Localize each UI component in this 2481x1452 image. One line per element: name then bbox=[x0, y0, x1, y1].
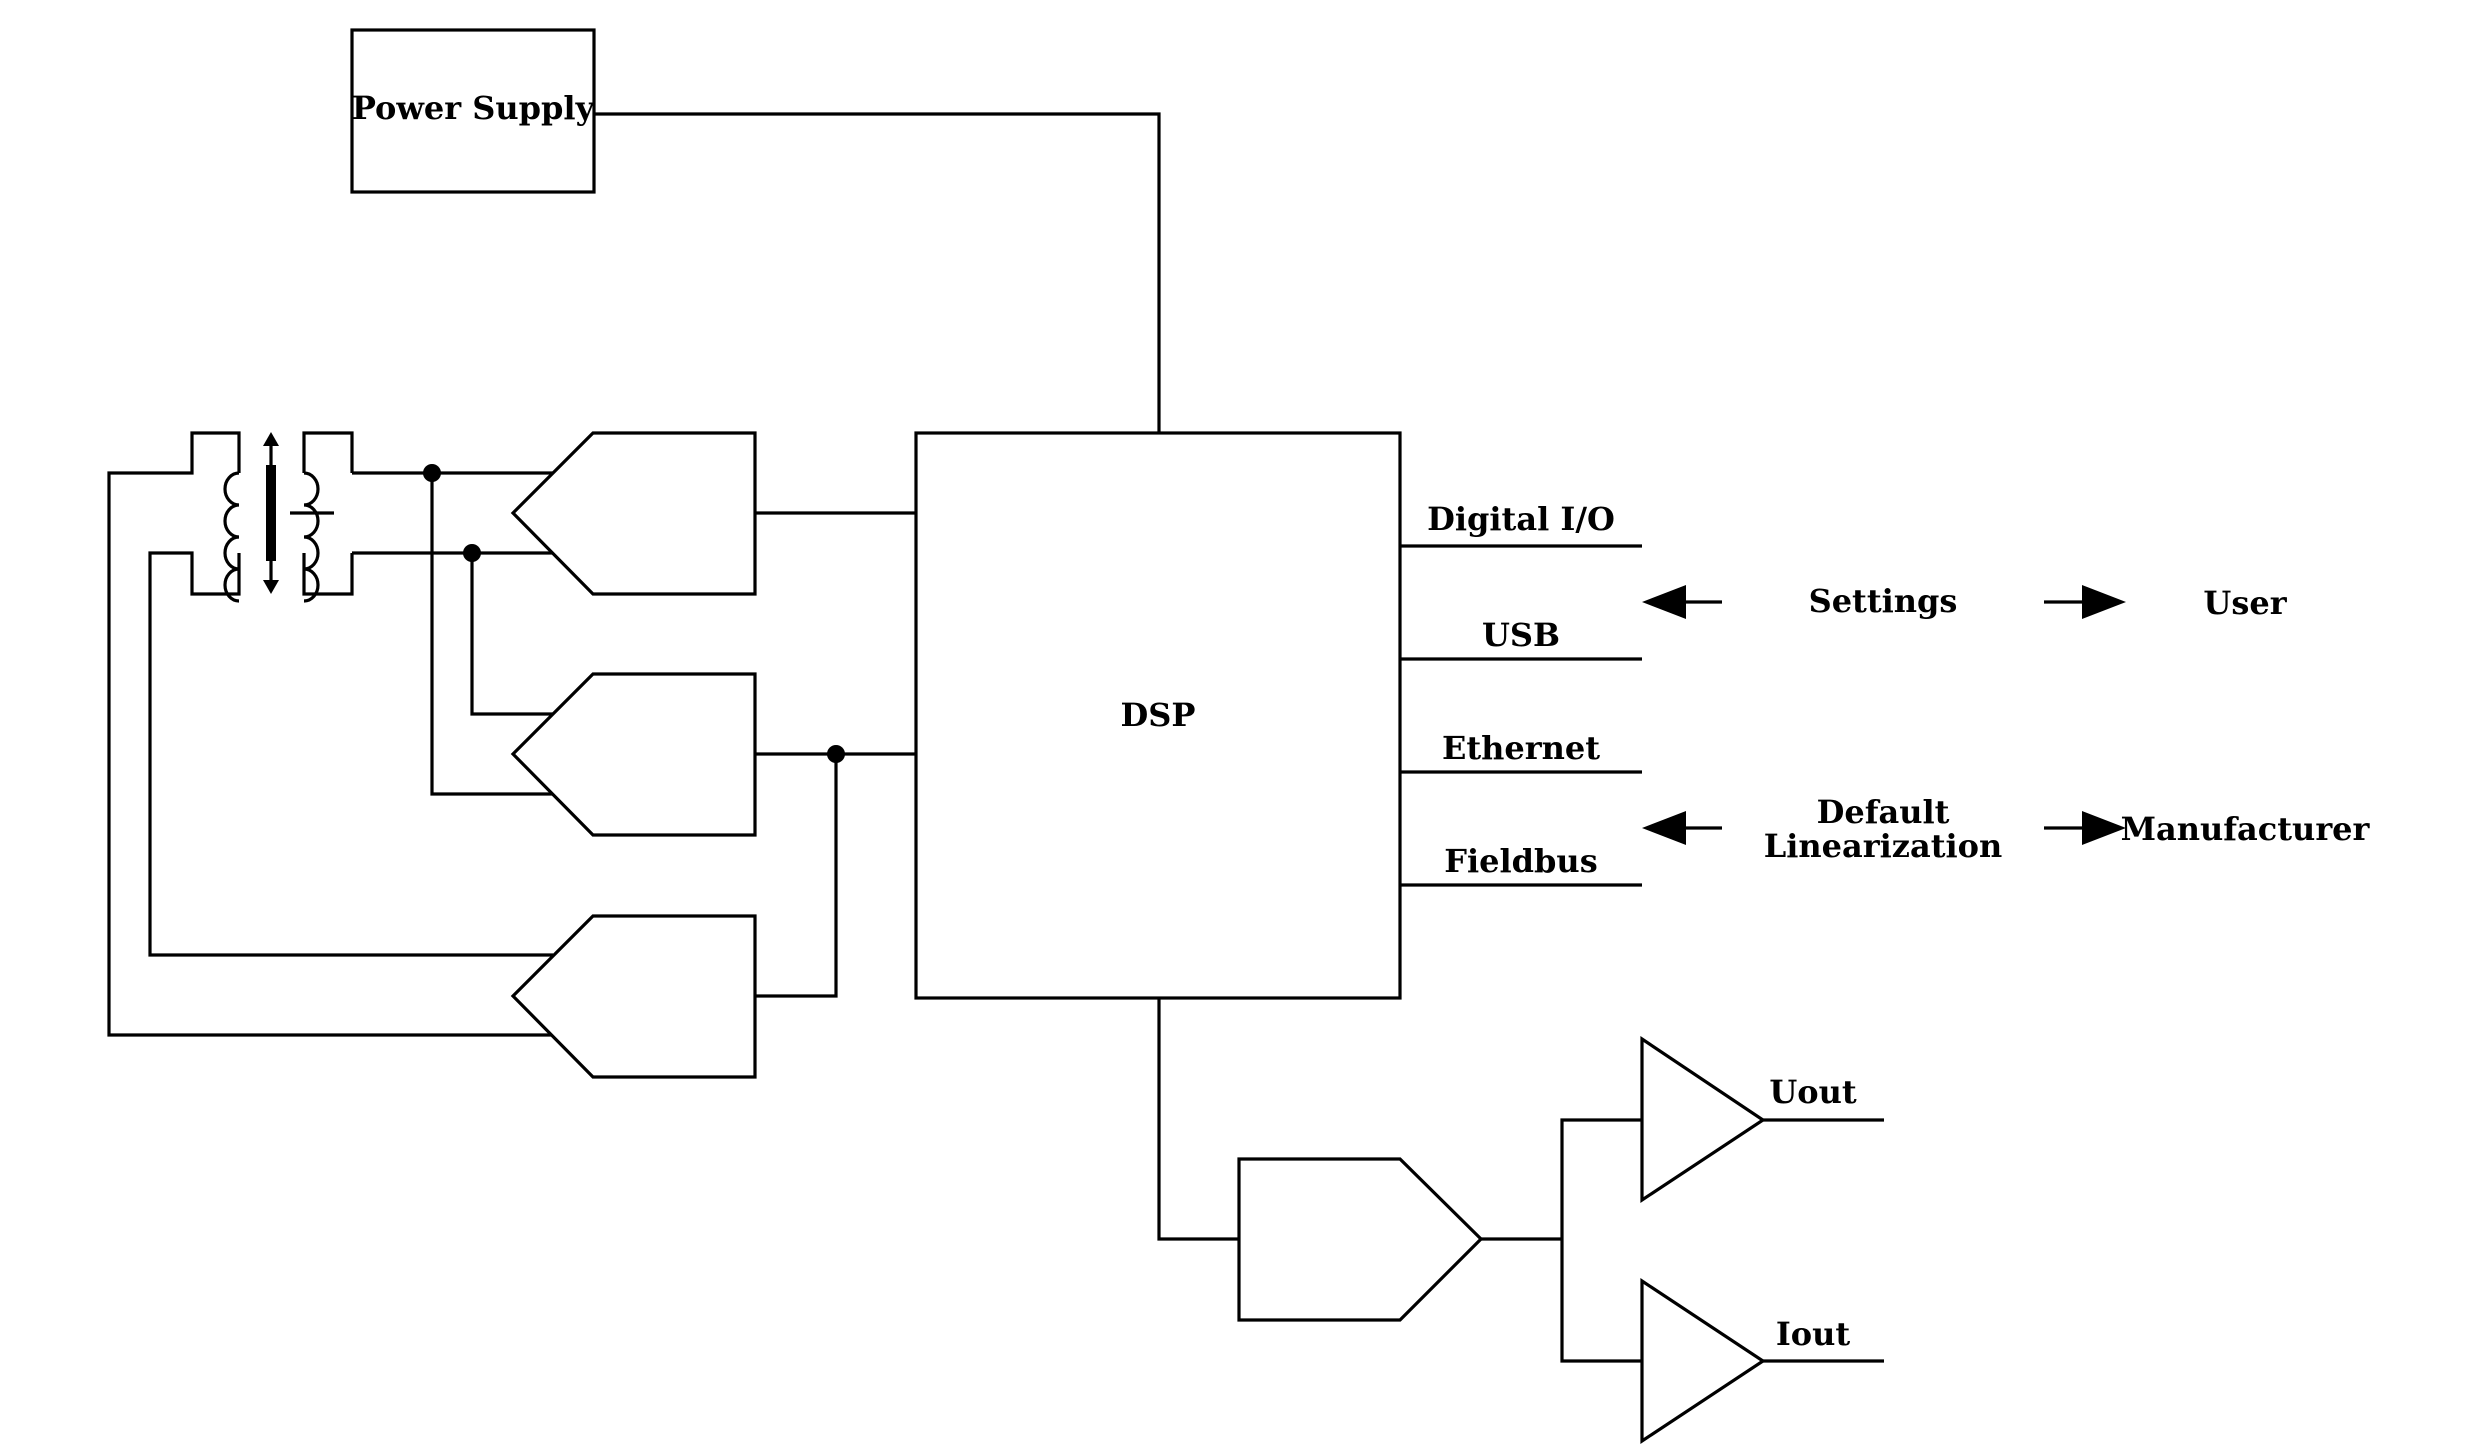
dsp-block bbox=[914, 431, 1402, 1000]
user-label: User bbox=[2203, 584, 2287, 622]
voltage-amplifier bbox=[1640, 1036, 1766, 1203]
manufacturer-arrow-right-icon bbox=[2044, 811, 2126, 845]
power-supply-block bbox=[350, 28, 596, 194]
dac bbox=[1237, 1157, 1484, 1322]
uout-label: Uout bbox=[1769, 1073, 1857, 1111]
transformer-icon bbox=[107, 431, 354, 933]
wire-branch-a bbox=[430, 473, 553, 796]
amp-branch-wire bbox=[1560, 1118, 1642, 1363]
manufacturer-label: Manufacturer bbox=[2121, 810, 2371, 848]
fieldbus-label: Fieldbus bbox=[1444, 842, 1597, 880]
dsp-label: DSP bbox=[1121, 696, 1196, 734]
adc-1 bbox=[510, 431, 757, 596]
junction-dot bbox=[423, 464, 441, 482]
linearization-arrow-left-icon bbox=[1642, 811, 1722, 845]
ethernet-label: Ethernet bbox=[1442, 729, 1600, 767]
adc-3 bbox=[510, 914, 757, 1079]
adc-2 bbox=[510, 672, 757, 837]
power-wire bbox=[594, 112, 1161, 433]
settings-label: Settings bbox=[1809, 582, 1958, 620]
wire-primary-bottom bbox=[148, 853, 553, 957]
settings-arrow-left-icon bbox=[1642, 585, 1722, 619]
power-supply-label: Power Supply bbox=[352, 89, 596, 127]
junction-dot bbox=[827, 745, 845, 763]
iout-label: Iout bbox=[1776, 1315, 1851, 1353]
junction-dot bbox=[463, 544, 481, 562]
adc-3-output-wire bbox=[755, 754, 838, 998]
digital-io-label: Digital I/O bbox=[1427, 500, 1615, 538]
wire-branch-b bbox=[470, 553, 553, 716]
wire-primary-top bbox=[107, 933, 553, 1037]
linearization-label: Linearization bbox=[1764, 827, 2002, 865]
dac-input-wire bbox=[1157, 998, 1239, 1241]
current-amplifier bbox=[1640, 1278, 1766, 1444]
user-arrow-right-icon bbox=[2044, 585, 2126, 619]
default-label: Default bbox=[1817, 793, 1950, 831]
usb-label: USB bbox=[1482, 616, 1560, 654]
